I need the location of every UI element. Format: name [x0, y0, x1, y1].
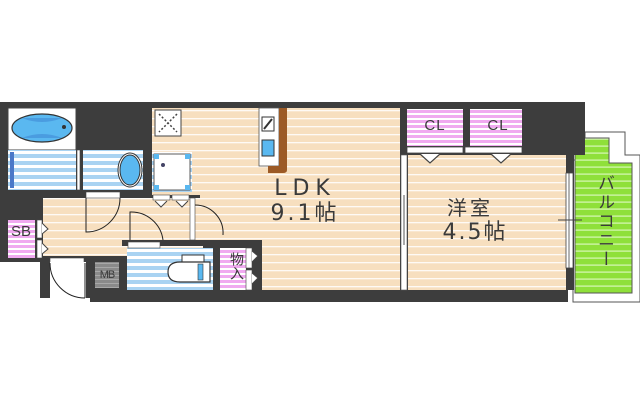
sliding-door — [400, 108, 408, 291]
closet-1-label: CL — [424, 117, 446, 134]
western-room-label: 洋室 — [447, 196, 493, 220]
toilet-icon — [167, 261, 211, 283]
ldk-room — [152, 108, 400, 290]
storage-label: 物入 — [228, 252, 244, 280]
western-room — [408, 155, 566, 290]
sink-icon — [261, 139, 275, 157]
closet-2-label: CL — [487, 117, 509, 134]
western-room-size-label: 4.5帖 — [442, 220, 508, 245]
kitchen-counter — [258, 107, 287, 173]
meter-box-label: MB — [99, 269, 116, 281]
washbasin-icon — [119, 154, 141, 186]
bathtub-icon — [11, 113, 73, 143]
meter-box — [95, 262, 119, 288]
balcony-window — [558, 155, 582, 290]
shoe-box — [8, 219, 49, 259]
ldk-size-label: 9.1帖 — [270, 201, 340, 226]
entrance-door — [49, 257, 86, 299]
hallway — [43, 198, 203, 256]
balcony-label: バルコニー — [594, 174, 614, 269]
interior-doors — [85, 197, 224, 241]
ventilation-icon — [154, 109, 182, 137]
washroom — [83, 150, 143, 199]
storage-closet — [220, 247, 259, 291]
shoe-box-label: SB — [10, 223, 31, 240]
washing-machine-space — [152, 152, 192, 208]
ldk-label: LDK — [274, 176, 336, 201]
toilet-room — [122, 240, 262, 290]
balcony — [572, 131, 640, 303]
bathroom — [7, 107, 81, 191]
